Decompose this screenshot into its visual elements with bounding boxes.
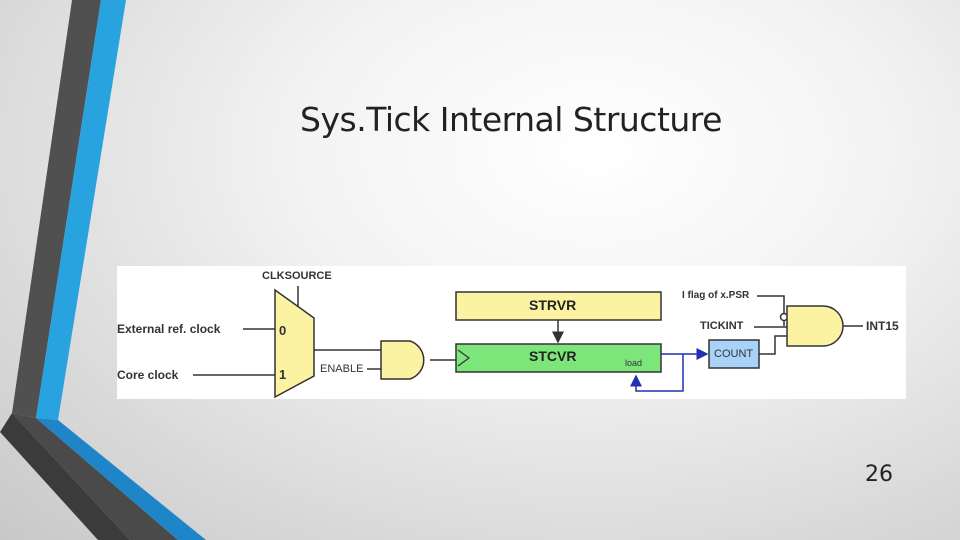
- page-number: 26: [865, 462, 893, 487]
- blue-stripe-diagonal: [36, 418, 206, 540]
- enable-label: ENABLE: [320, 363, 364, 375]
- systick-block-diagram: CLKSOURCE External ref. clock Core clock…: [117, 266, 906, 399]
- strvr-label: STRVR: [529, 297, 577, 313]
- core-clock-label: Core clock: [117, 368, 179, 382]
- slide-title: Sys.Tick Internal Structure: [300, 100, 722, 139]
- tickint-label: TICKINT: [700, 320, 744, 332]
- mux-input-0-label: 0: [279, 323, 287, 338]
- external-ref-clock-label: External ref. clock: [117, 322, 221, 336]
- mux-input-1-label: 1: [279, 367, 287, 382]
- count-label: COUNT: [714, 348, 754, 360]
- i-flag-label: I flag of x.PSR: [682, 290, 750, 301]
- dark-stripe-vertical: [12, 0, 101, 418]
- stcvr-register: [455, 343, 662, 373]
- stcvr-label: STCVR: [529, 348, 577, 364]
- blue-stripe-vertical: [36, 0, 126, 420]
- interrupt-and-gate: [786, 305, 844, 347]
- dark-stripe-corner: [0, 413, 130, 540]
- clksource-label: CLKSOURCE: [262, 270, 332, 282]
- enable-and-gate: [380, 340, 425, 380]
- diagram-canvas: [193, 286, 863, 399]
- int15-label: INT15: [866, 319, 899, 333]
- i-flag-line: [757, 295, 785, 314]
- strvr-register: [455, 291, 662, 321]
- load-label: load: [625, 358, 643, 368]
- clock-input-triangle: [457, 349, 471, 367]
- clock-mux: [274, 288, 315, 399]
- dark-stripe-diagonal: [12, 413, 178, 540]
- count-to-gate-line: [759, 335, 787, 355]
- load-feedback-path: [630, 354, 684, 392]
